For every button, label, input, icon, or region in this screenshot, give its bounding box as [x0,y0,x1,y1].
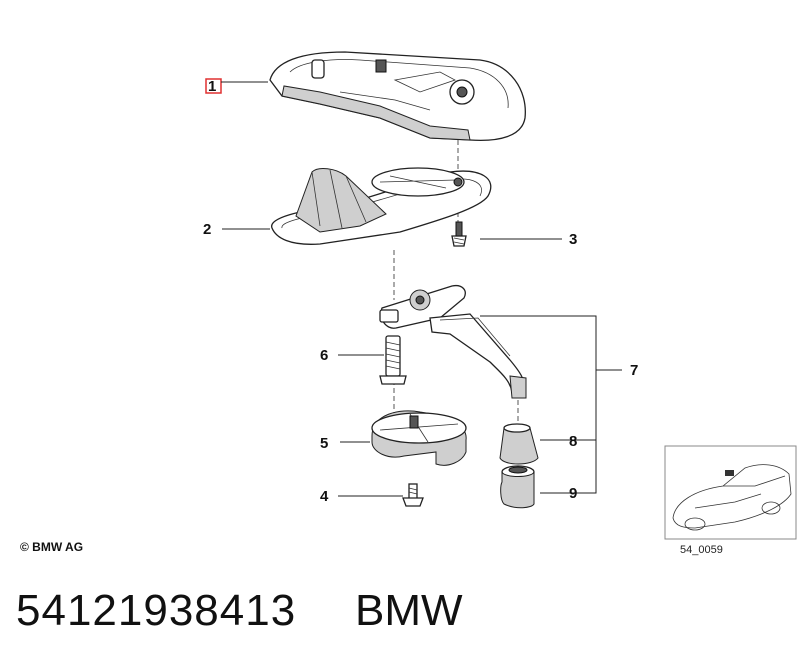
car-thumbnail [664,445,797,540]
thumbnail-code: 54_0059 [680,544,723,556]
callout-3: 3 [569,231,577,248]
brand-name: BMW [355,586,463,635]
part-number: 54121938413 [16,586,297,635]
part-6-bolt[interactable] [379,335,407,385]
callout-9: 9 [569,485,577,502]
callout-1: 1 [208,78,216,95]
leader-7-bracket [480,315,597,494]
part-9-bushing[interactable] [500,465,535,509]
part-5-disc[interactable] [371,410,467,466]
part-7-lever[interactable] [379,284,527,399]
callout-4: 4 [320,488,329,505]
highlight-marker [205,78,222,94]
callout-8: 8 [569,433,577,450]
part-8-cap[interactable] [499,423,539,465]
part-2-boot[interactable] [271,167,492,245]
callout-2: 2 [203,221,211,238]
copyright-notice: © BMW AG [20,540,84,554]
callout-5: 5 [320,435,328,452]
callout-6: 6 [320,347,328,364]
part-1-housing[interactable] [269,51,526,142]
callout-7: 7 [630,362,638,379]
part-3-screw[interactable] [451,221,467,247]
part-4-screw[interactable] [402,483,424,507]
